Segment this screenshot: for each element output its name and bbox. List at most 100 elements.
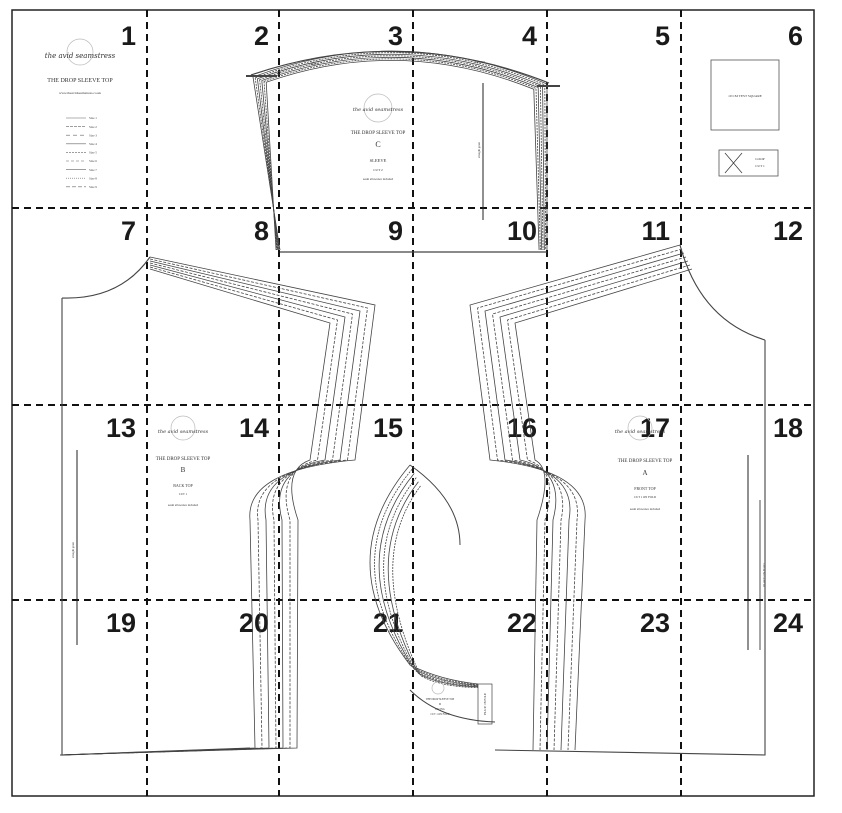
facing-size-line — [378, 473, 479, 686]
sleeve-outline — [250, 50, 550, 253]
logo-icon — [627, 415, 653, 441]
back-size-line — [59, 260, 361, 756]
front-size-line — [514, 268, 693, 751]
tile-number: 23 — [640, 608, 670, 638]
front-size-line — [469, 244, 681, 751]
tile-number: 5 — [655, 21, 670, 51]
size-legend-label: Size 7 — [89, 168, 97, 172]
sheet-border — [11, 9, 815, 797]
back-label: BACK — [311, 62, 320, 66]
grainline-label: straight grain — [477, 142, 481, 158]
piece-cut: CUT 1 ON FOLD — [431, 713, 450, 716]
size-legend-label: Size 4 — [89, 142, 97, 146]
front-size-line — [484, 252, 685, 751]
sleeve-label: the avid seamstress THE DROP SLEEVE TOP … — [311, 50, 485, 220]
piece-letter: D — [439, 702, 442, 706]
size-legend-label: Size 9 — [89, 185, 97, 189]
facing-size-line — [369, 464, 479, 685]
tile-number: 16 — [507, 413, 537, 443]
tile-number: 21 — [373, 608, 403, 638]
piece-note: seam allowance included — [630, 507, 661, 511]
front-top-label: the avid seamstress THE DROP SLEEVE TOP … — [615, 415, 766, 650]
loop-label: LOOP — [755, 157, 764, 161]
tile-number: 1 — [121, 21, 136, 51]
tile-number: 10 — [507, 216, 537, 246]
tile-number: 13 — [106, 413, 136, 443]
piece-name: SLEEVE — [370, 158, 387, 163]
tile-number: 14 — [239, 413, 269, 443]
tile-number: 18 — [773, 413, 803, 443]
back-size-line — [59, 264, 346, 756]
back-size-line — [59, 262, 353, 756]
piece-title: THE DROP SLEEVE TOP — [426, 698, 455, 701]
front-top-piece — [469, 244, 766, 756]
piece-title: THE DROP SLEEVE TOP — [618, 459, 673, 464]
piece-title: THE DROP SLEEVE TOP — [156, 457, 211, 462]
logo-text: the avid seamstress — [615, 429, 666, 435]
sleeve-size-line — [263, 58, 541, 251]
tile-number: 19 — [106, 608, 136, 638]
piece-name: FRONT TOP — [634, 486, 656, 491]
tile-number: 3 — [388, 21, 403, 51]
size-legend-label: Size 3 — [89, 133, 97, 137]
tile-number: 7 — [121, 216, 136, 246]
facing-size-line — [392, 485, 479, 688]
piece-letter: C — [375, 140, 380, 149]
tile-number: 24 — [773, 608, 803, 638]
fold-label: PLACE ON FOLD — [762, 563, 766, 587]
size-legend-label: Size 1 — [89, 116, 97, 120]
tile-number: 9 — [388, 216, 403, 246]
piece-name: BACK TOP — [173, 483, 193, 488]
cover-title: THE DROP SLEEVE TOP — [47, 78, 113, 84]
facing-piece — [369, 464, 496, 723]
piece-cut: CUT 1 — [179, 492, 188, 496]
logo-text: the avid seamstress — [158, 429, 209, 435]
size-legend-label: Size 8 — [89, 176, 97, 180]
tile-number: 11 — [641, 216, 670, 246]
front-label: FRONT — [475, 60, 485, 64]
tile-number: 6 — [788, 21, 803, 51]
grainline-label: straight grain — [71, 542, 75, 558]
cover-info: the avid seamstress THE DROP SLEEVE TOP … — [45, 38, 116, 189]
size-legend-label: Size 2 — [89, 125, 97, 129]
back-size-line — [59, 256, 376, 756]
piece-note: seam allowance included — [363, 177, 394, 181]
loop-cut: CUT 1 — [755, 164, 765, 168]
front-size-line — [499, 260, 689, 751]
facing-size-line — [383, 477, 479, 687]
logo-text: the avid seamstress — [45, 52, 116, 60]
fold-label: PLACE ON FOLD — [484, 693, 487, 715]
cover-website: www.theavidseamstress.co.uk — [59, 91, 101, 95]
tile-grid — [12, 10, 814, 796]
piece-note: seam allowance included — [168, 503, 199, 507]
logo-text: the avid seamstress — [353, 107, 404, 113]
piece-cut: CUT 2 — [373, 168, 383, 172]
tile-number: 4 — [522, 21, 537, 51]
fold-box — [477, 683, 493, 725]
tile-number: 17 — [640, 413, 670, 443]
facing-outline — [409, 464, 496, 723]
test-square-label: 10 CM TEST SQUARE — [728, 94, 762, 98]
tile-number: 12 — [773, 216, 803, 246]
test-square: 10 CM TEST SQUARE — [710, 59, 780, 131]
shoulder-notch-label: SHOULDER — [397, 50, 413, 54]
front-size-line — [477, 248, 683, 751]
back-size-line — [59, 268, 331, 756]
piece-title: THE DROP SLEEVE TOP — [351, 131, 406, 136]
front-outline — [494, 244, 766, 756]
tile-number: 22 — [507, 608, 537, 638]
back-top-piece — [59, 256, 376, 756]
tile-number: 2 — [254, 21, 269, 51]
tile-number: 15 — [373, 413, 403, 443]
front-size-line — [492, 256, 687, 751]
tile-number: 20 — [239, 608, 269, 638]
logo-icon — [170, 415, 196, 441]
tile-number: 8 — [254, 216, 269, 246]
facing-size-line — [387, 481, 479, 688]
piece-letter: B — [181, 466, 186, 474]
sleeve-piece — [246, 50, 560, 253]
back-top-label: the avid seamstress THE DROP SLEEVE TOP … — [71, 415, 211, 645]
